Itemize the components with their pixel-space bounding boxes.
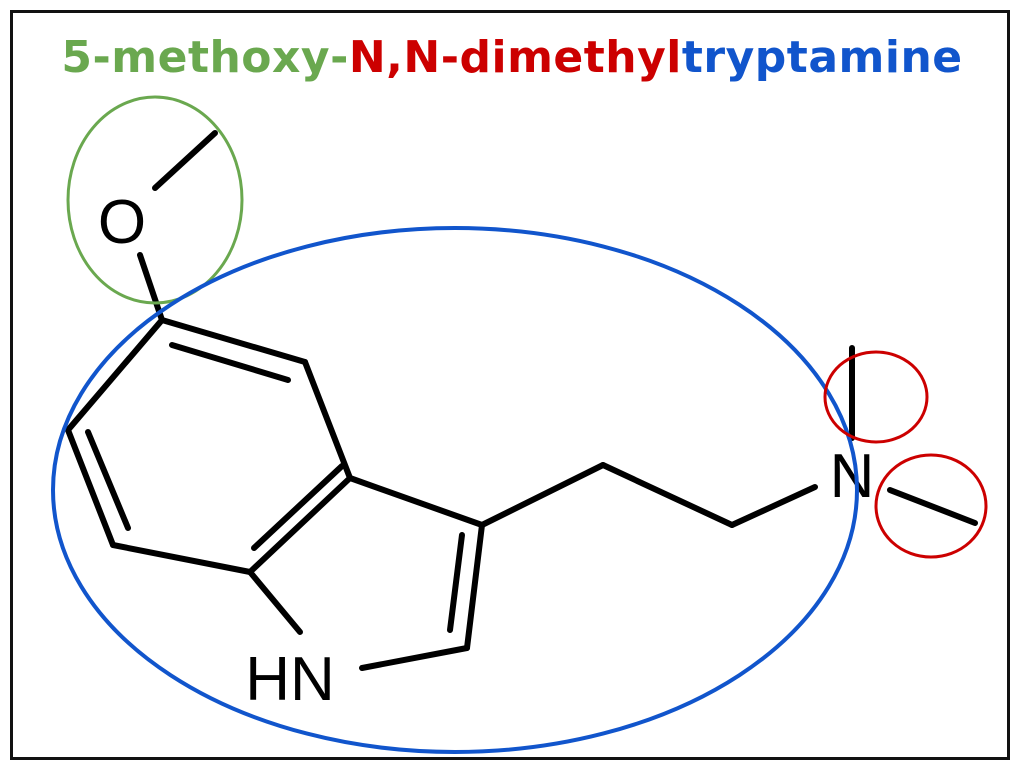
ring-bond-b-double: [85, 429, 131, 531]
pyrrole-bond-b: [464, 522, 485, 651]
title-dimethyl: N,N-dimethyl: [348, 32, 682, 83]
title-methoxy: 5-methoxy-: [61, 32, 349, 83]
tryptamine-core-ellipse: [51, 226, 859, 754]
n-methyl-top-ellipse: [823, 350, 929, 444]
ring-bond-c: [110, 542, 253, 575]
title-tryptamine: tryptamine: [681, 32, 963, 83]
ring-bond-d: [302, 359, 353, 481]
ring-bond-a: [65, 317, 165, 433]
ring-bond-b: [65, 427, 116, 548]
n-methyl-right-ellipse: [874, 453, 988, 559]
methoxy-group-ellipse: [66, 95, 244, 305]
diagram-frame: [10, 10, 1010, 760]
chain-bond-2: [600, 462, 735, 528]
pyrrole-bond-b-double: [447, 532, 465, 633]
ring-bond-e: [159, 317, 308, 365]
n-methyl-bond-right: [887, 487, 978, 526]
bonds: [65, 130, 978, 671]
ring-fusion-double: [251, 463, 345, 551]
ring-fusion-bond: [247, 475, 353, 575]
pyrrole-bond-c: [359, 645, 470, 671]
oxygen-atom-label: O: [98, 188, 146, 257]
indole-nh-label: HN: [245, 645, 335, 714]
ring-bond-e-double: [169, 342, 291, 383]
chain-bond-3: [729, 484, 818, 528]
pyrrole-bond-nh: [247, 569, 303, 635]
molecule-title: 5-methoxy-N,N-dimethyltryptamine: [0, 32, 1024, 83]
methoxy-methyl-bond: [152, 130, 218, 191]
chain-bond-1: [479, 462, 606, 528]
pyrrole-bond-a: [347, 475, 485, 528]
o-ring-bond: [137, 252, 165, 323]
